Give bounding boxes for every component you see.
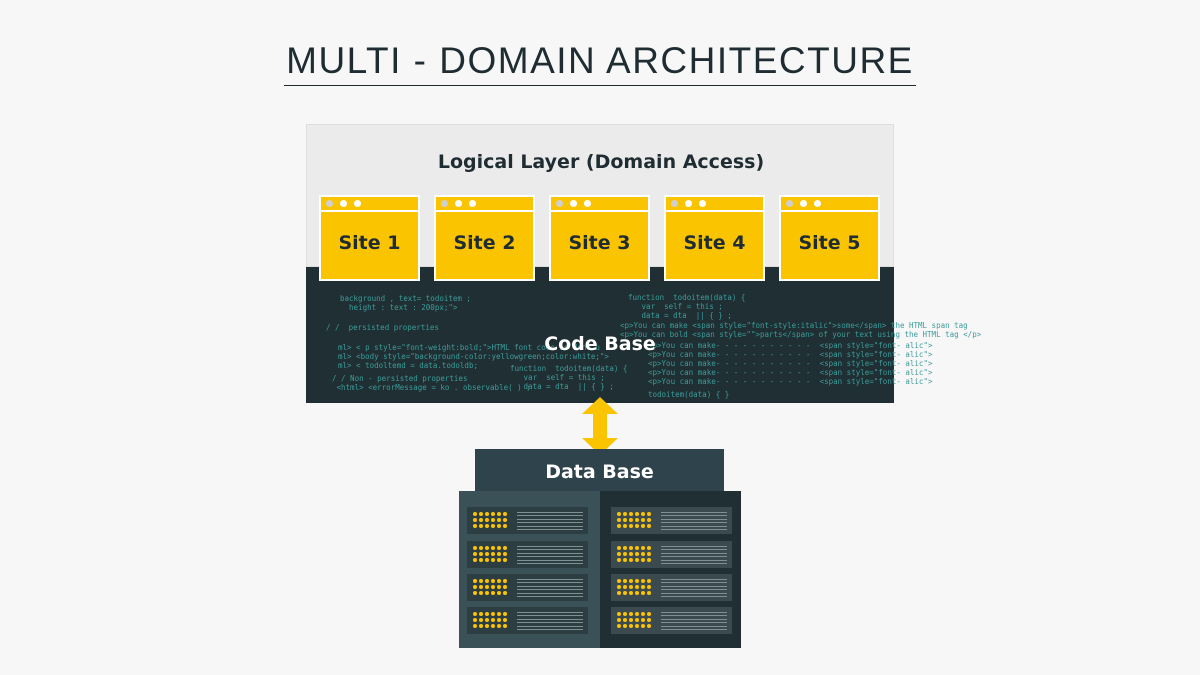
vent-grille-icon [517, 512, 583, 530]
site-label: Site 2 [453, 232, 516, 254]
code-snippet: todoitem(data) { } [648, 390, 730, 399]
database-header: Data Base [475, 449, 724, 491]
server-unit [467, 507, 588, 534]
site-window-2: Site 2 [434, 195, 535, 281]
window-dot-icon [354, 200, 361, 207]
window-title-bar [781, 197, 878, 212]
site-window-4: Site 4 [664, 195, 765, 281]
double-arrow-icon [582, 397, 618, 455]
window-title-bar [436, 197, 533, 212]
window-dot-icon [326, 200, 333, 207]
server-rack-right [600, 491, 741, 648]
site-label: Site 1 [338, 232, 401, 254]
server-racks [459, 491, 741, 648]
window-dot-icon [556, 200, 563, 207]
code-snippet: function todoitem(data) { var self = thi… [628, 293, 746, 320]
site-window-1: Site 1 [319, 195, 420, 281]
window-dot-icon [786, 200, 793, 207]
vent-grille-icon [517, 546, 583, 564]
led-panel-icon [617, 579, 653, 597]
window-dot-icon [685, 200, 692, 207]
window-dot-icon [455, 200, 462, 207]
window-dot-icon [671, 200, 678, 207]
vent-grille-icon [661, 612, 727, 630]
led-panel-icon [473, 512, 509, 530]
vent-grille-icon [661, 579, 727, 597]
server-unit [611, 574, 732, 601]
code-snippet: / / Non - persisted properties <html> <e… [332, 374, 531, 392]
window-title-bar [666, 197, 763, 212]
server-unit [467, 574, 588, 601]
window-title-bar [551, 197, 648, 212]
window-dot-icon [340, 200, 347, 207]
window-dot-icon [814, 200, 821, 207]
led-panel-icon [617, 512, 653, 530]
server-unit [467, 607, 588, 634]
architecture-diagram: background , text= todoitem ; height : t… [306, 124, 981, 403]
page-title-wrap: MULTI - DOMAIN ARCHITECTURE [0, 40, 1200, 86]
code-snippet: function todoitem(data) { var self = thi… [510, 364, 628, 391]
led-panel-icon [473, 579, 509, 597]
site-window-3: Site 3 [549, 195, 650, 281]
site-window-5: Site 5 [779, 195, 880, 281]
code-snippet: <p>You can make- - - - - - - - - - - <sp… [648, 341, 933, 386]
server-unit [611, 541, 732, 568]
window-dot-icon [570, 200, 577, 207]
server-unit [611, 607, 732, 634]
code-snippet: / / persisted properties [326, 323, 439, 332]
code-snippet: background , text= todoitem ; height : t… [340, 294, 471, 312]
led-panel-icon [617, 612, 653, 630]
window-dot-icon [699, 200, 706, 207]
database-label: Data Base [545, 461, 654, 483]
server-unit [611, 507, 732, 534]
code-base-label: Code Base [544, 333, 656, 355]
vent-grille-icon [517, 579, 583, 597]
window-dot-icon [441, 200, 448, 207]
server-unit [467, 541, 588, 568]
window-dot-icon [800, 200, 807, 207]
window-dot-icon [469, 200, 476, 207]
vent-grille-icon [661, 546, 727, 564]
code-snippet: ml> < p style="font-weight:bold;">HTML f… [338, 343, 609, 370]
window-title-bar [321, 197, 418, 212]
vent-grille-icon [661, 512, 727, 530]
vent-grille-icon [517, 612, 583, 630]
led-panel-icon [473, 546, 509, 564]
led-panel-icon [617, 546, 653, 564]
led-panel-icon [473, 612, 509, 630]
code-snippet: <p>You can make <span style="font-style:… [620, 321, 982, 339]
site-label: Site 4 [683, 232, 746, 254]
page-title: MULTI - DOMAIN ARCHITECTURE [284, 40, 916, 86]
site-label: Site 5 [798, 232, 861, 254]
server-rack-left [459, 491, 600, 648]
window-dot-icon [584, 200, 591, 207]
logical-layer-title: Logical Layer (Domain Access) [437, 151, 765, 173]
site-label: Site 3 [568, 232, 631, 254]
